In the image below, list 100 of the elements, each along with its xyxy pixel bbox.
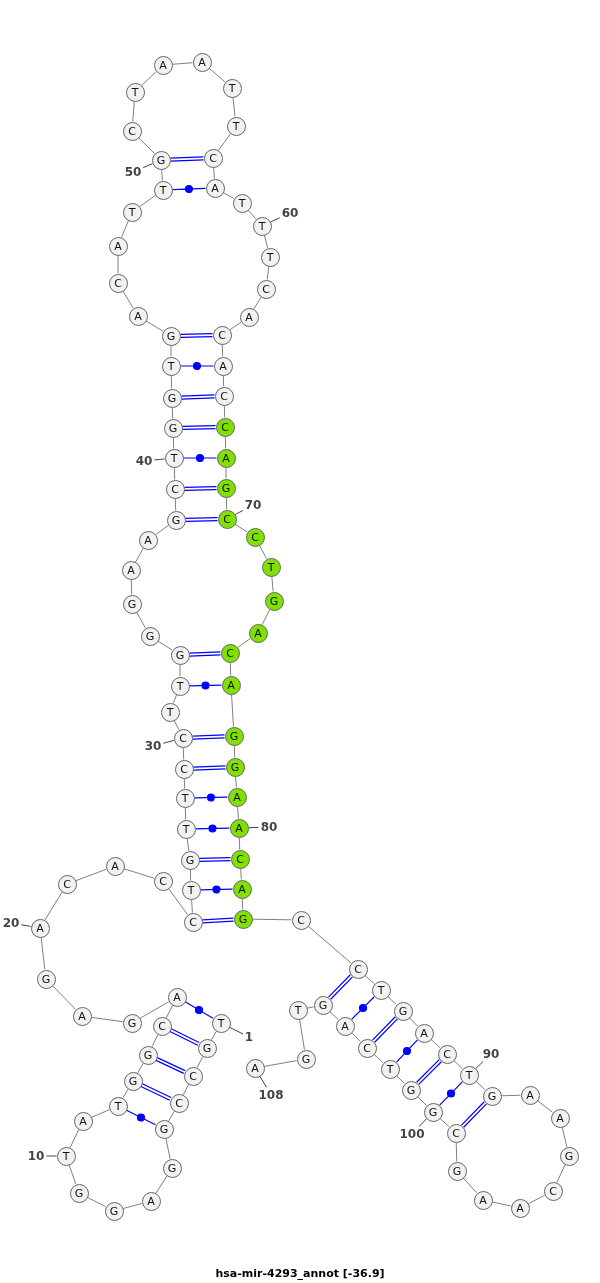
backbone-line [130,579,133,595]
nucleotide-circle: A [73,1111,93,1131]
backbone-line [238,837,241,850]
backbone-line [491,1201,512,1207]
leader-line [45,1155,57,1157]
backbone-line [173,467,176,480]
backbone-line [241,898,244,910]
backbone-line [168,888,188,915]
backbone-line [189,869,192,881]
nucleotide-circle: T [222,78,242,98]
nucleotide-circle: G [423,1102,443,1122]
backbone-line [213,167,215,179]
backbone-line [182,1083,190,1096]
leader-line [153,458,166,461]
backbone-line [139,195,156,207]
backbone-line [253,296,262,310]
nucleotide-circle: T [226,116,246,136]
backbone-line [183,778,186,789]
wobble-pair-line [182,453,218,463]
position-number: 90 [482,1048,500,1060]
base-pair-double-line [183,486,218,491]
wobble-pair-line [188,681,223,690]
backbone-line [233,745,236,758]
backbone-line [123,868,155,879]
nucleotide-circle: A [153,55,173,75]
leader-line [248,826,260,829]
backbone-line [225,467,227,479]
nucleotide-circle: T [380,1059,400,1079]
nucleotide-circle: T [161,356,181,376]
backbone-line [266,265,270,281]
nucleotide-circle: C [291,910,311,930]
nucleotide-circle: A [335,1016,355,1036]
backbone-line [44,891,63,921]
nucleotide-circle: G [140,626,160,646]
position-number: 108 [258,1089,284,1101]
leader-line [418,1118,427,1128]
backbone-line [141,71,157,86]
leader-line [259,1075,267,1088]
backbone-line [235,776,237,788]
nucleotide-circle: G [151,150,171,170]
backbone-line [91,1109,110,1118]
nucleotide-circle: A [108,236,128,256]
nucleotide-circle: T [122,202,142,222]
position-number: 30 [144,740,162,752]
backbone-line [237,806,239,819]
backbone-line [171,407,174,419]
backbone-line [240,868,242,880]
base-pair-double-line [155,1057,186,1074]
backbone-line [222,192,235,199]
base-pair-double-line [180,394,216,400]
backbone-line [225,497,228,510]
nucleotide-circle: T [260,247,280,267]
nucleotide-circle: G [69,1183,89,1203]
backbone-line [171,62,194,65]
nucleotide-circle: T [181,880,201,900]
backbone-line [179,664,181,677]
nucleotide-circle: G [224,726,244,746]
backbone-line [229,662,232,676]
backbone-line [122,1203,143,1209]
nucleotide-circle: T [164,448,184,468]
nucleotide-circle: A [227,787,247,807]
backbone-line [172,437,175,449]
base-pair-double-line [416,1059,442,1085]
backbone-line [184,807,187,820]
nucleotide-circle: A [216,448,236,468]
backbone-line [271,575,274,593]
backbone-line [52,985,76,1010]
backbone-line [306,1006,315,1009]
nucleotide-circle: C [169,1093,189,1113]
nucleotide-circle: C [446,1123,466,1143]
nucleotide-circle: C [348,959,368,979]
backbone-line [151,1034,159,1047]
wobble-pair-line [199,885,234,894]
nucleotide-circle: C [256,279,276,299]
backbone-line [68,1164,77,1185]
backbone-line [231,694,234,727]
nucleotide-circle: C [153,871,173,891]
base-pair-double-line [169,156,205,162]
base-pair-double-line [201,917,235,924]
nucleotide-circle: T [288,1000,308,1020]
backbone-line [132,100,135,123]
nucleotide-circle: G [264,591,284,611]
backbone-line [373,1053,384,1064]
backbone-line [138,137,155,154]
backbone-line [155,525,169,535]
backbone-line [168,1110,175,1122]
nucleotide-circle: G [559,1146,579,1166]
backbone-line [186,837,190,852]
backbone-line [155,1175,168,1194]
nucleotide-circle: C [152,1016,172,1036]
nucleotide-circle: C [245,527,265,547]
wobble-pair-line [179,361,215,371]
leader-line [20,924,32,927]
nucleotide-circle: T [459,1065,479,1085]
nucleotide-circle: T [108,1096,128,1116]
backbone-line [364,974,375,985]
wobble-pair-line [395,1039,419,1063]
backbone-line [409,1017,418,1027]
nucleotide-circle: C [437,1044,457,1064]
nucleotide-circle: A [245,1058,265,1078]
